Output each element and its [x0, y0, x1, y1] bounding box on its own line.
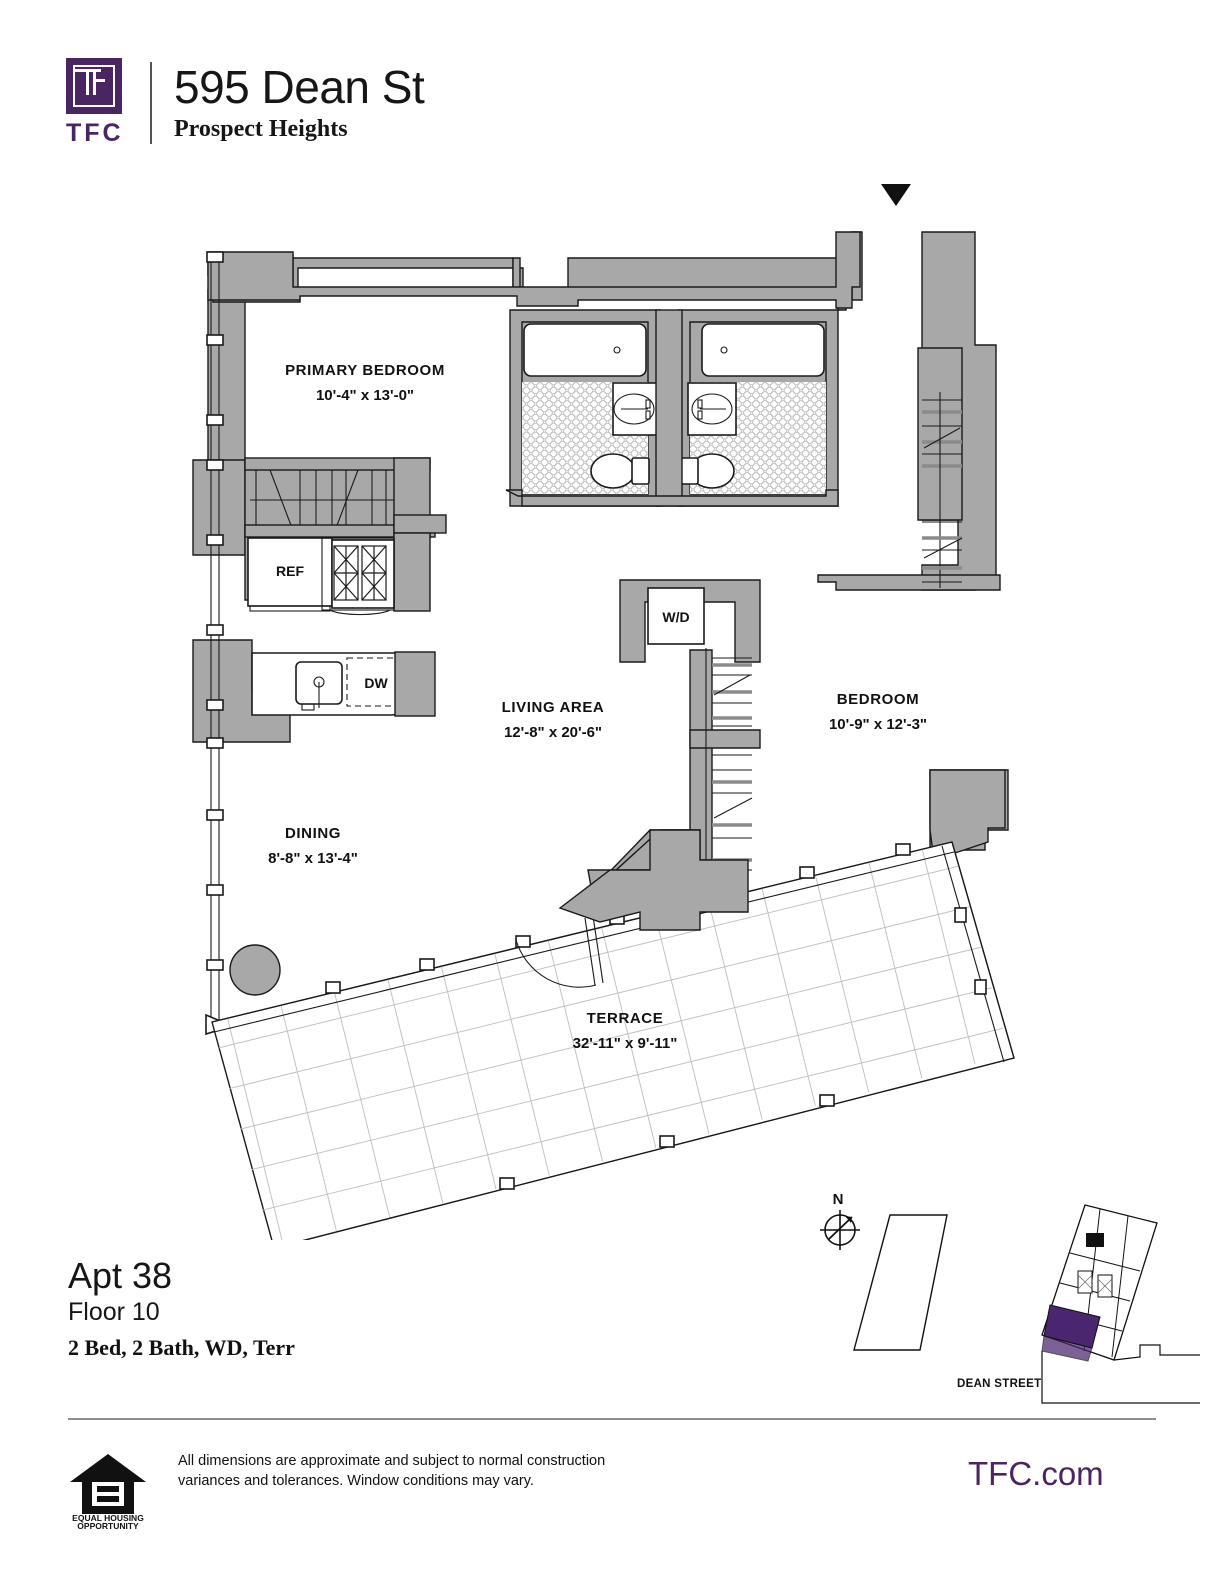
hall-closet-lower	[712, 754, 753, 871]
room-name-bedroom: BEDROOM	[837, 691, 920, 708]
kitchen-sink-counter: DW	[251, 651, 436, 717]
tfc-logo: TFC	[66, 58, 126, 148]
terrace-railing-south	[302, 1057, 1015, 1240]
disclaimer-text: All dimensions are approximate and subje…	[178, 1453, 606, 1489]
room-name-dining: DINING	[285, 825, 341, 842]
apartment-number: Apt 38	[68, 1255, 173, 1296]
unit-info-block: Apt 38 Floor 10 2 Bed, 2 Bath, WD, Terr	[68, 1255, 295, 1361]
room-dims-terrace: 32'-11" x 9'-11"	[573, 1035, 678, 1052]
curtain-wall-west	[205, 251, 235, 1036]
room-name-living-area: LIVING AREA	[502, 699, 605, 716]
header-titles: 595 Dean St Prospect Heights	[174, 60, 425, 143]
hall-closet-upper	[705, 648, 752, 870]
corridor-closet-lower	[922, 521, 963, 583]
refrigerator-label: REF	[276, 563, 304, 579]
room-dims-primary-bedroom: 10'-4" x 13'-0"	[316, 387, 414, 404]
washer-dryer-label: W/D	[662, 609, 689, 625]
bedroom-east-wall	[929, 769, 1006, 861]
bathroom-right	[677, 309, 839, 507]
header-divider	[150, 62, 152, 144]
floor-key-diagram	[1041, 1204, 1203, 1404]
unit-configuration: 2 Bed, 2 Bath, WD, Terr	[68, 1335, 295, 1361]
building-name: 595 Dean St	[174, 60, 425, 113]
terrace-door	[515, 915, 604, 988]
highlighted-unit-terrace	[1041, 1335, 1093, 1362]
tfc-monogram-icon	[66, 58, 122, 114]
entry-arrow-icon	[881, 184, 911, 206]
dishwasher-label: DW	[364, 675, 388, 691]
north-compass-icon: N	[820, 1191, 860, 1250]
floor-plan-drawing: REF DW W/D	[192, 184, 1015, 1240]
room-name-primary-bedroom: PRIMARY BEDROOM	[285, 362, 445, 379]
terrace-railing-east	[941, 841, 1015, 1063]
page-header: TFC 595 Dean St Prospect Heights	[66, 58, 425, 148]
equal-housing-opportunity-icon: EQUAL HOUSING OPPORTUNITY	[68, 1452, 148, 1535]
building-massing	[853, 1214, 948, 1351]
room-dims-dining: 8'-8" x 13'-4"	[268, 850, 358, 867]
page-footer: EQUAL HOUSING OPPORTUNITY All dimensions…	[68, 1452, 1158, 1535]
floor-plan: REF DW W/D	[0, 170, 1224, 1240]
room-dims-living-area: 12'-8" x 20'-6"	[504, 724, 602, 741]
structural-column	[229, 944, 281, 996]
logo-wordmark: TFC	[66, 119, 124, 147]
footer-divider	[68, 1418, 1156, 1420]
street-name-label: DEAN STREET	[957, 1378, 1042, 1390]
room-labels: PRIMARY BEDROOM 10'-4" x 13'-0" LIVING A…	[268, 362, 927, 1052]
corridor-closet-upper	[922, 392, 962, 588]
kitchen-appliances: REF	[247, 532, 431, 616]
neighborhood-name: Prospect Heights	[174, 116, 348, 143]
north-label: N	[833, 1191, 844, 1208]
living-terrace-wall	[558, 829, 749, 931]
floor-number: Floor 10	[68, 1298, 160, 1327]
washer-dryer-closet: W/D	[647, 587, 705, 645]
tfc-website-link[interactable]: TFC.com	[968, 1455, 1104, 1492]
room-dims-bedroom: 10'-9" x 12'-3"	[829, 716, 927, 733]
eho-line2: OPPORTUNITY	[77, 1521, 139, 1530]
eho-line1: EQUAL HOUSING	[72, 1513, 144, 1523]
room-name-terrace: TERRACE	[587, 1010, 664, 1027]
key-plan: N	[810, 1185, 1203, 1415]
key-plan-drawing: N	[820, 1191, 1203, 1404]
primary-closet	[244, 457, 447, 539]
bathroom-left	[509, 309, 662, 507]
